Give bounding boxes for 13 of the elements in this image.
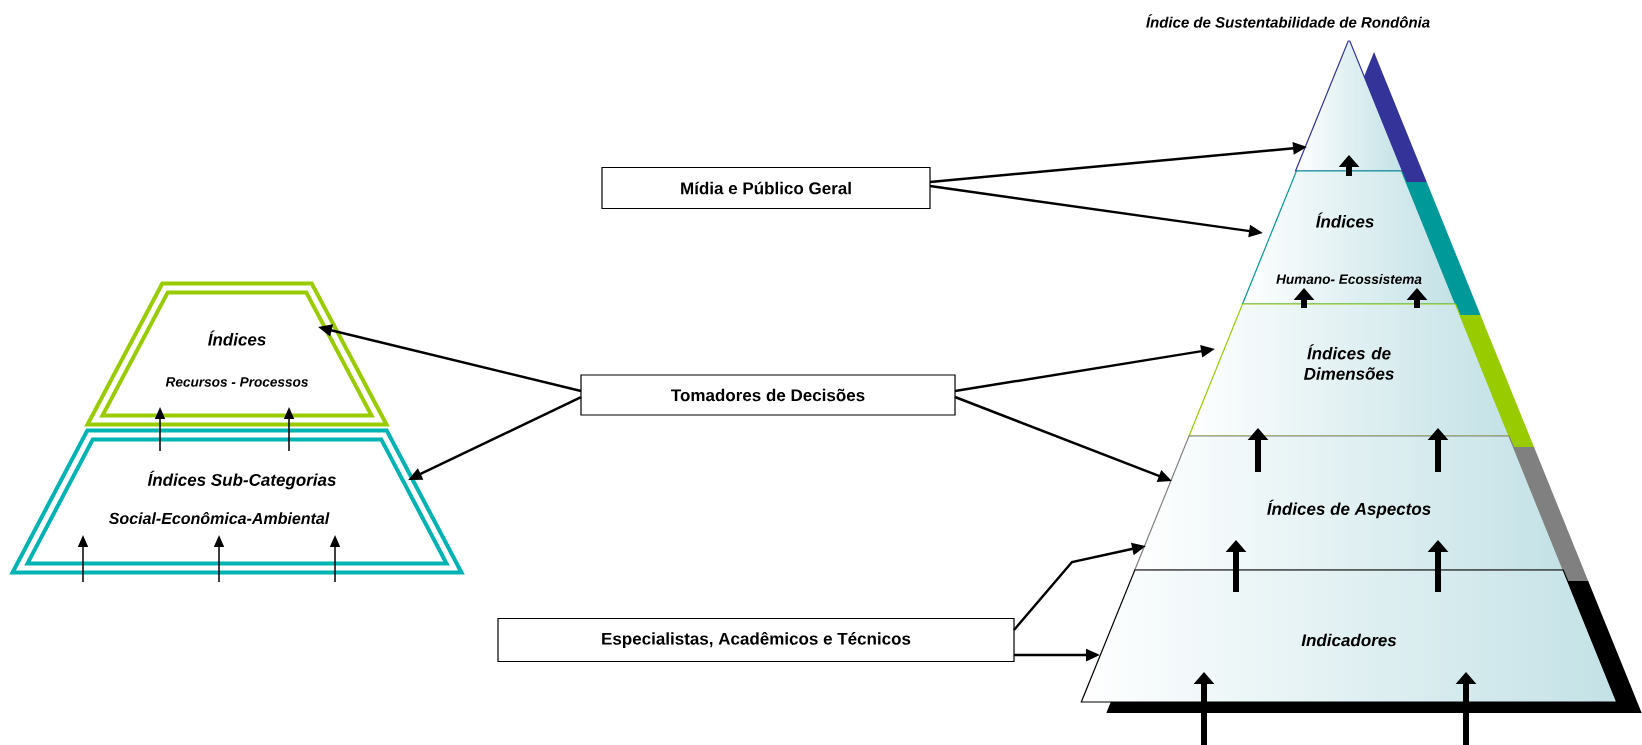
label-box: Especialistas, Acadêmicos e Técnicos — [497, 617, 1015, 663]
level-label: Humano- Ecossistema — [1276, 274, 1422, 284]
trapezoid-label: Social-Econômica-Ambiental — [108, 511, 330, 525]
level-label: Índices de Dimensões — [1304, 344, 1394, 380]
label-box: Mídia e Público Geral — [601, 166, 931, 210]
level-label: Índices — [1316, 212, 1374, 228]
trapezoid-label: Índices — [208, 330, 266, 346]
trapezoid-label: Recursos - Processos — [165, 377, 308, 387]
label-box: Tomadores de Decisões — [580, 374, 956, 416]
pyramid-title: Índice de Sustentabilidade de Rondônia — [1146, 14, 1430, 28]
trapezoid-label: Índices Sub-Categorias — [147, 470, 336, 490]
level-label: Indicadores — [1301, 633, 1397, 647]
level-label: Índices de Aspectos — [1267, 499, 1431, 519]
